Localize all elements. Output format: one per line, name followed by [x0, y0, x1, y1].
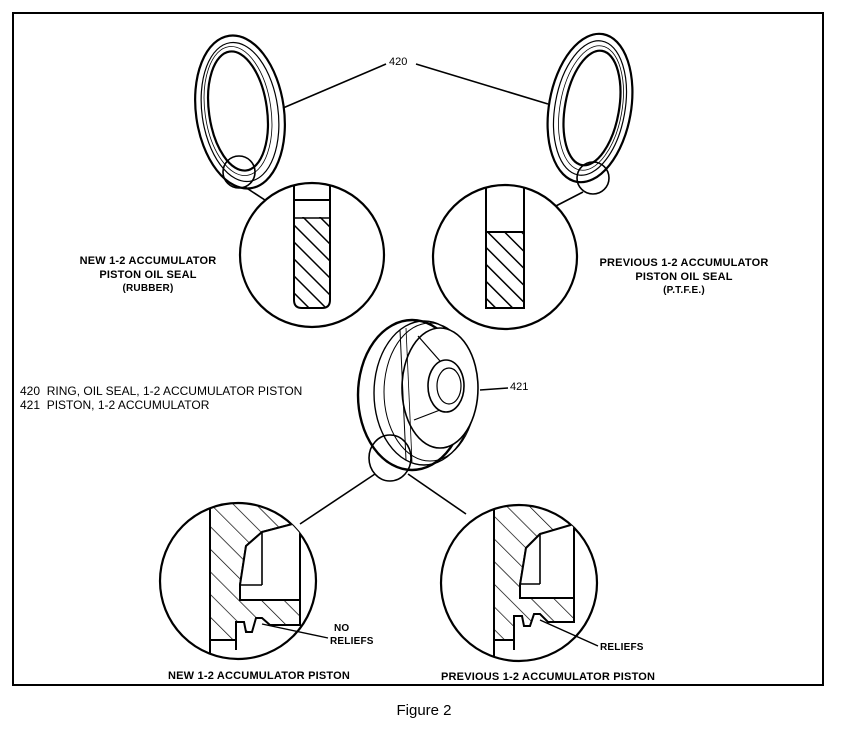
detail-new-piston-section	[158, 501, 329, 661]
label-no-reliefs: NO RELIEFS	[330, 623, 374, 647]
legend-item: 420 RING, OIL SEAL, 1-2 ACCUMULATOR PIST…	[20, 384, 303, 398]
label-reliefs: RELIEFS	[600, 642, 644, 653]
parts-legend: 420 RING, OIL SEAL, 1-2 ACCUMULATOR PIST…	[20, 384, 302, 412]
piston-421	[356, 318, 509, 482]
detail-previous-piston-section	[439, 503, 599, 663]
legend-item: 421 PISTON, 1-2 ACCUMULATOR	[20, 398, 210, 412]
figure-caption: Figure 2	[396, 702, 452, 719]
leader-420	[282, 63, 549, 109]
detail-connectors-top	[244, 186, 584, 209]
callout-421: 421	[510, 381, 529, 393]
label-previous-seal: PREVIOUS 1-2 ACCUMULATOR PISTON OIL SEAL…	[599, 257, 769, 296]
detail-connectors-bottom	[299, 473, 467, 525]
detail-new-seal-section	[238, 181, 386, 329]
label-new-piston: NEW 1-2 ACCUMULATOR PISTON	[168, 670, 351, 682]
label-previous-piston: PREVIOUS 1-2 ACCUMULATOR PISTON	[441, 671, 656, 683]
detail-previous-seal-section	[431, 183, 579, 331]
ring-420-previous	[546, 32, 634, 195]
callout-420: 420	[389, 56, 408, 68]
figure-frame	[12, 12, 824, 686]
ring-420-new	[194, 34, 286, 190]
label-new-seal: NEW 1-2 ACCUMULATOR PISTON OIL SEAL (RUB…	[79, 255, 217, 294]
